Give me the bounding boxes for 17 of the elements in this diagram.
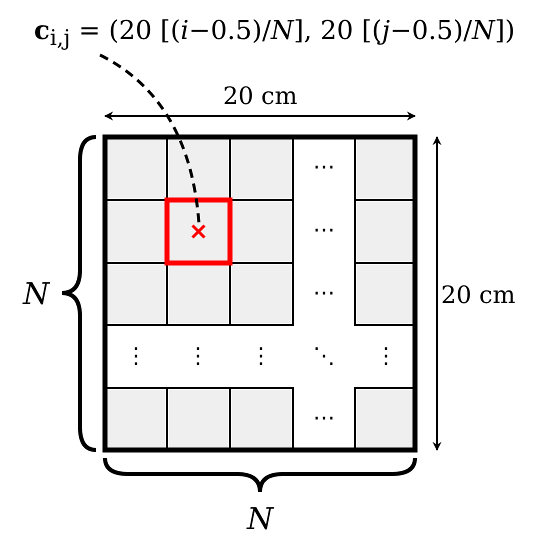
ellipsis: ⋯ bbox=[313, 283, 335, 305]
ellipsis: ⋮ bbox=[375, 346, 397, 368]
ellipsis: ⋯ bbox=[313, 157, 335, 179]
ellipsis: ⋮ bbox=[187, 346, 209, 368]
ellipsis: ⋯ bbox=[313, 220, 335, 242]
leader-line bbox=[99, 54, 200, 224]
ellipsis: ⋯ bbox=[313, 408, 335, 430]
ellipsis: ⋮ bbox=[250, 346, 272, 368]
highlight-box bbox=[164, 198, 232, 266]
ellipsis: ⋱ bbox=[313, 346, 335, 368]
brace-label: N bbox=[23, 280, 50, 310]
formula-text: c$_{i,j}$ = (20 [(i−0.5)/N], 20 [(j−0.5)/N]) bbox=[34, 18, 516, 50]
ellipsis: ⋮ bbox=[125, 346, 147, 368]
dimension-label: 20 cm bbox=[441, 283, 516, 307]
dimension-label: 20 cm bbox=[223, 84, 298, 108]
cross-mark bbox=[191, 224, 206, 239]
brace-label: N bbox=[247, 505, 274, 535]
